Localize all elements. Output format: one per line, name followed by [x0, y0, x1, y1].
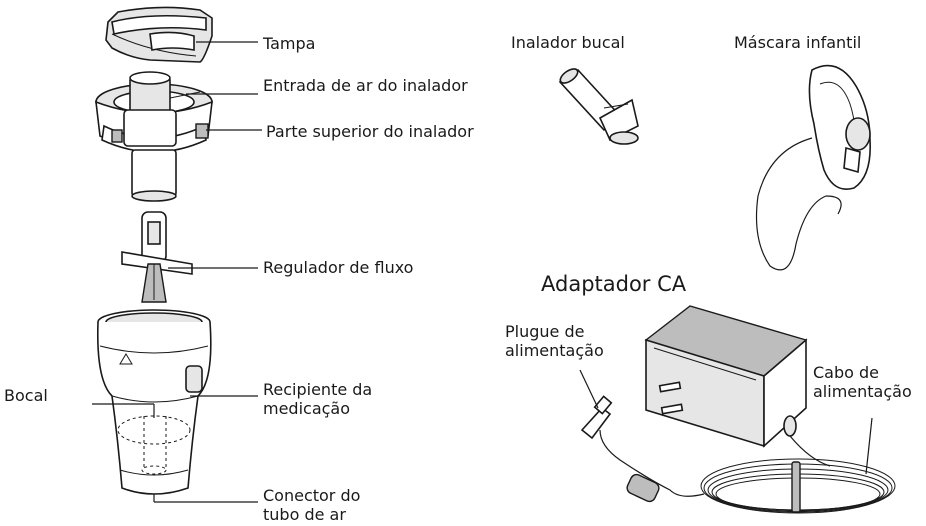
medication-container-part [96, 309, 212, 495]
label-regulador: Regulador de fluxo [263, 258, 414, 277]
label-parte-superior: Parte superior do inalador [266, 122, 474, 141]
leader-lines [92, 41, 873, 503]
ac-adapter-part [580, 305, 896, 514]
mouthpiece-part [558, 68, 639, 145]
flow-regulator-part [121, 211, 193, 303]
inhaler-top-part [95, 71, 213, 202]
label-cabo: Cabo de alimentação [813, 363, 912, 401]
label-adaptador-ca: Adaptador CA [541, 272, 687, 296]
cap-part [105, 6, 213, 63]
label-bocal: Bocal [4, 386, 48, 405]
label-inalador-bucal: Inalador bucal [511, 33, 625, 52]
label-tampa: Tampa [263, 34, 316, 53]
label-conector: Conector do tubo de ar [263, 486, 361, 524]
label-mascara-infantil: Máscara infantil [734, 33, 862, 52]
child-mask-part [755, 64, 871, 271]
label-entrada-ar: Entrada de ar do inalador [263, 76, 468, 95]
label-plugue: Plugue de alimentação [505, 322, 604, 360]
label-recipiente: Recipiente da medicação [263, 380, 373, 418]
